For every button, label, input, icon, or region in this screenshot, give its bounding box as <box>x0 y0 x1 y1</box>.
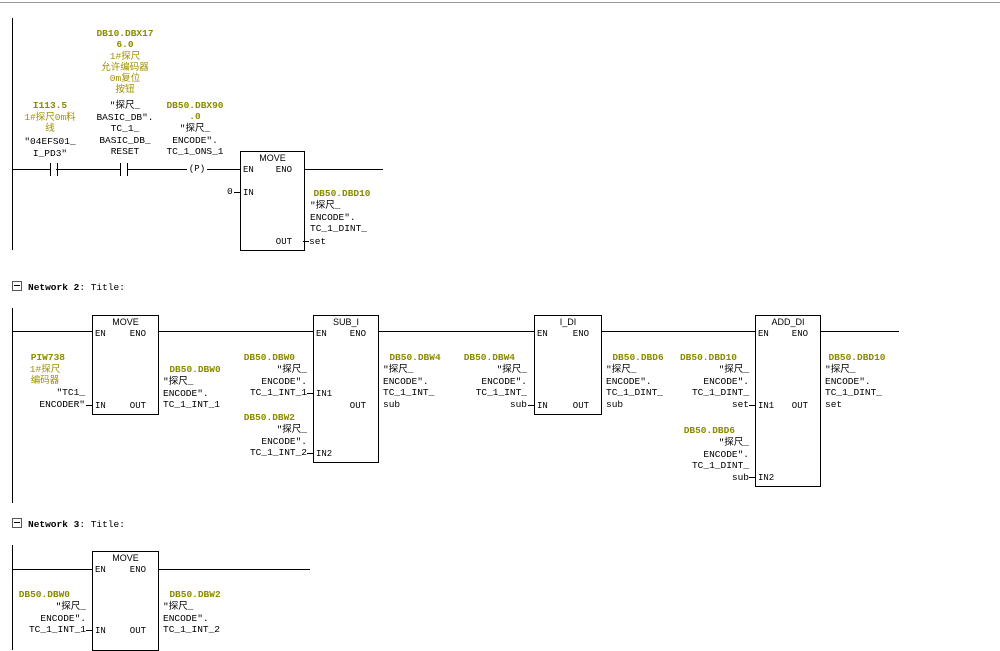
move-in-value: 0 <box>227 186 233 197</box>
add-out-comment: "探尺_ ENCODE". TC_1_DINT_ set <box>825 364 883 410</box>
network-2-header[interactable]: Network 2: Title: <box>12 281 125 293</box>
pin-in: IN <box>243 188 254 198</box>
contact-2-symbol: 1#探尺 允许编码器 0m复位 按钮 <box>101 51 149 95</box>
sub-out-comment: "探尺_ ENCODE". TC_1_INT_ sub <box>383 364 435 410</box>
sub-title: SUB_I <box>332 317 359 327</box>
sub-in2-address: DB50.DBW2 <box>243 412 295 423</box>
move-out-address: DB50.DBW0 <box>169 364 221 375</box>
no-contact-1[interactable] <box>50 163 58 176</box>
n3-move-in-address: DB50.DBW0 <box>18 589 70 600</box>
move-title: MOVE <box>112 317 139 327</box>
move-out-address: DB50.DBD10 <box>313 188 371 199</box>
pin-out: OUT <box>349 401 366 411</box>
pin-out: OUT <box>572 401 589 411</box>
pin-in: IN <box>537 401 548 411</box>
network-3-header[interactable]: Network 3: Title: <box>12 518 125 530</box>
power-rail <box>12 545 13 650</box>
contact-1-address: I113.5 <box>32 100 68 111</box>
pin-eno: ENO <box>275 165 292 175</box>
pin-in: IN <box>95 401 106 411</box>
pin-out: OUT <box>275 237 292 247</box>
n3-move-in-comment: "探尺_ ENCODE". TC_1_INT_1 <box>28 601 86 635</box>
idi-in-address: DB50.DBW4 <box>463 352 515 363</box>
pin-en: EN <box>243 165 254 175</box>
pin-eno: ENO <box>129 329 146 339</box>
sub-in1-comment: "探尺_ ENCODE". TC_1_INT_1 <box>249 364 307 398</box>
collapse-icon[interactable] <box>12 518 22 528</box>
pin-out: OUT <box>129 626 146 636</box>
pin-in1: IN1 <box>758 401 775 411</box>
move-box-n2[interactable]: MOVE EN ENO IN OUT <box>92 315 159 415</box>
sub-in2-comment: "探尺_ ENCODE". TC_1_INT_2 <box>249 424 307 458</box>
idi-out-address: DB50.DBD6 <box>612 352 664 363</box>
positive-edge-coil[interactable]: (P) <box>188 164 206 174</box>
add-title: ADD_DI <box>771 317 805 327</box>
pin-en: EN <box>537 329 548 339</box>
pin-en: EN <box>95 329 106 339</box>
move-title: MOVE <box>259 153 286 163</box>
move-out-comment: "探尺_ ENCODE". TC_1_DINT_ <box>310 200 368 234</box>
power-rail <box>12 308 13 503</box>
move-in-symbol: 1#探尺 编码器 <box>29 364 61 386</box>
i-di-box[interactable]: I_DI EN ENO IN OUT <box>534 315 602 415</box>
sub-out-address: DB50.DBW4 <box>389 352 441 363</box>
add-in2-address: DB50.DBD6 <box>683 425 735 436</box>
move-out-tail: set <box>309 236 327 247</box>
pin-en: EN <box>758 329 769 339</box>
add-in2-comment: "探尺_ ENCODE". TC_1_DINT_ sub <box>691 437 749 483</box>
idi-title: I_DI <box>559 317 577 327</box>
move-in-address: PIW738 <box>30 352 65 363</box>
pin-in1: IN1 <box>316 389 333 399</box>
pin-out: OUT <box>791 401 808 411</box>
pin-eno: ENO <box>791 329 808 339</box>
contact-1-comment: "04EFS01_ I_PD3" <box>24 136 76 159</box>
move-out-comment: "探尺_ ENCODE". TC_1_INT_1 <box>163 376 221 410</box>
contact-2-address: DB10.DBX17 6.0 <box>96 28 154 50</box>
sub-i-box[interactable]: SUB_I EN ENO IN1 OUT IN2 <box>313 315 379 463</box>
move-box-n3[interactable]: MOVE EN ENO IN OUT <box>92 551 159 651</box>
n3-move-out-address: DB50.DBW2 <box>169 589 221 600</box>
pin-en: EN <box>95 565 106 575</box>
add-in1-address: DB50.DBD10 <box>679 352 737 363</box>
pin-out: OUT <box>129 401 146 411</box>
move-in-comment: "TC1_ ENCODER" <box>39 387 85 410</box>
no-contact-2[interactable] <box>120 163 128 176</box>
pin-eno: ENO <box>129 565 146 575</box>
pin-in2: IN2 <box>758 473 775 483</box>
edge-address: DB50.DBX90 .0 <box>166 100 224 122</box>
pin-en: EN <box>316 329 327 339</box>
pin-in: IN <box>95 626 106 636</box>
move-box-n1[interactable]: MOVE EN ENO IN OUT <box>240 151 305 251</box>
pin-eno: ENO <box>572 329 589 339</box>
collapse-icon[interactable] <box>12 281 22 291</box>
move-title: MOVE <box>112 553 139 563</box>
n3-move-out-comment: "探尺_ ENCODE". TC_1_INT_2 <box>163 601 221 635</box>
top-border <box>0 0 1000 3</box>
add-di-box[interactable]: ADD_DI EN ENO IN1 OUT IN2 <box>755 315 821 487</box>
add-out-address: DB50.DBD10 <box>828 352 886 363</box>
add-in1-comment: "探尺_ ENCODE". TC_1_DINT_ set <box>691 364 749 410</box>
edge-comment: "探尺_ ENCODE". TC_1_ONS_1 <box>166 123 224 157</box>
sub-in1-address: DB50.DBW0 <box>243 352 295 363</box>
pin-in2: IN2 <box>316 449 333 459</box>
power-rail <box>12 18 13 250</box>
contact-1-symbol: 1#探尺0m料 线 <box>24 112 76 134</box>
idi-in-comment: "探尺_ ENCODE". TC_1_INT_ sub <box>475 364 527 410</box>
contact-2-comment: "探尺_ BASIC_DB". TC_1_ BASIC_DB_ RESET <box>96 100 154 157</box>
idi-out-comment: "探尺_ ENCODE". TC_1_DINT_ sub <box>606 364 664 410</box>
pin-eno: ENO <box>349 329 366 339</box>
